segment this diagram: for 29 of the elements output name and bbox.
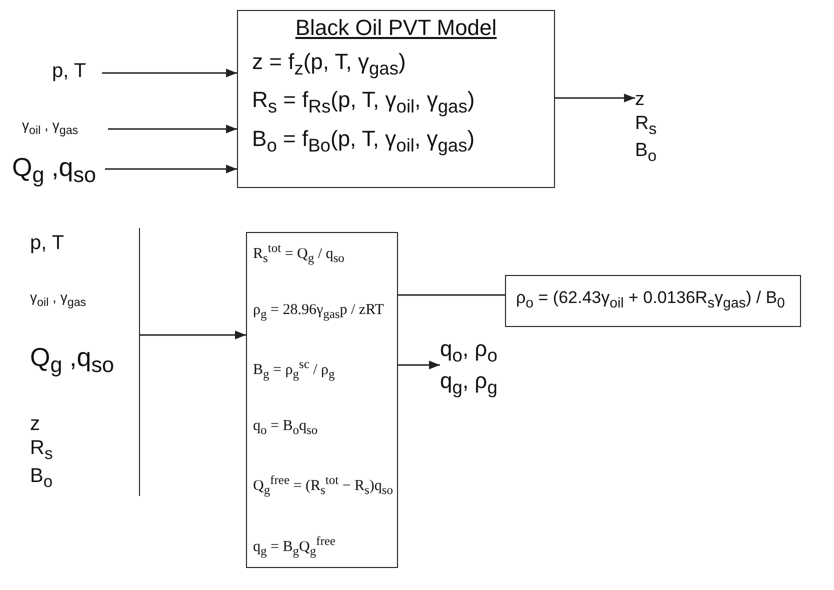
equation: ρ$_{g}$ = 28.96γ$_{gas}$p / zRT xyxy=(253,302,385,322)
input-label: Q$_{g}$ ,q$_{so}$ xyxy=(12,152,105,186)
equation: B$_{g}$ = ρ$_{g}$$^{sc}$ / ρ$_{g}$ xyxy=(253,357,336,382)
input-label: γ$_{oil}$ , γ$_{gas}$ xyxy=(30,288,88,308)
equation: z = f$_{z}$(p, T, γ$_{gas}$) xyxy=(252,49,407,80)
equation: Q$_{g}$$^{free}$ = (R$_{s}$$^{tot}$ − R$_{s}$)q$_{so}$ xyxy=(253,473,391,498)
equation: q$_{o}$ = B$_{o}$q$_{so}$ xyxy=(253,418,319,438)
output-label: z R$_{s}$ B$_{o}$ xyxy=(635,88,661,174)
input-label: p, T xyxy=(52,60,102,86)
equation: R$_{s}$ = f$_{Rs}$(p, T, γ$_{oil}$, γ$_{gas}$) xyxy=(252,87,476,118)
arrow xyxy=(140,330,246,340)
equation: B$_{o}$ = f$_{Bo}$(p, T, γ$_{oil}$, γ$_{gas}$) xyxy=(252,126,476,156)
arrow xyxy=(105,164,237,174)
input-label: Q$_{g}$ ,q$_{so}$ xyxy=(30,342,116,378)
equation: R$_{s}$$^{tot}$ = Q$_{g}$ / q$_{so}$ xyxy=(253,241,346,266)
equation-box xyxy=(246,232,398,568)
arrow xyxy=(102,68,237,78)
arrow xyxy=(398,360,440,370)
input-list xyxy=(30,228,140,496)
model-title: Black Oil PVT Model xyxy=(294,15,498,41)
arrow xyxy=(108,124,237,134)
model-box xyxy=(237,10,555,188)
output-label: q$_{o}$, ρ$_{o}$ q$_{g}$, ρ$_{g}$ xyxy=(440,335,508,397)
input-label: γ$_{oil}$ , γ$_{gas}$ xyxy=(22,117,108,141)
connector-line xyxy=(398,294,505,296)
arrow xyxy=(555,94,635,102)
density-box: ρ$_{o}$ = (62.43γ$_{oil}$ + 0.0136R$_{s}$γ$_{gas}$) / B$_{0}$ xyxy=(505,275,801,327)
input-label: p, T xyxy=(30,232,66,255)
input-label: z R$_{s}$ B$_{o}$ xyxy=(30,412,54,492)
